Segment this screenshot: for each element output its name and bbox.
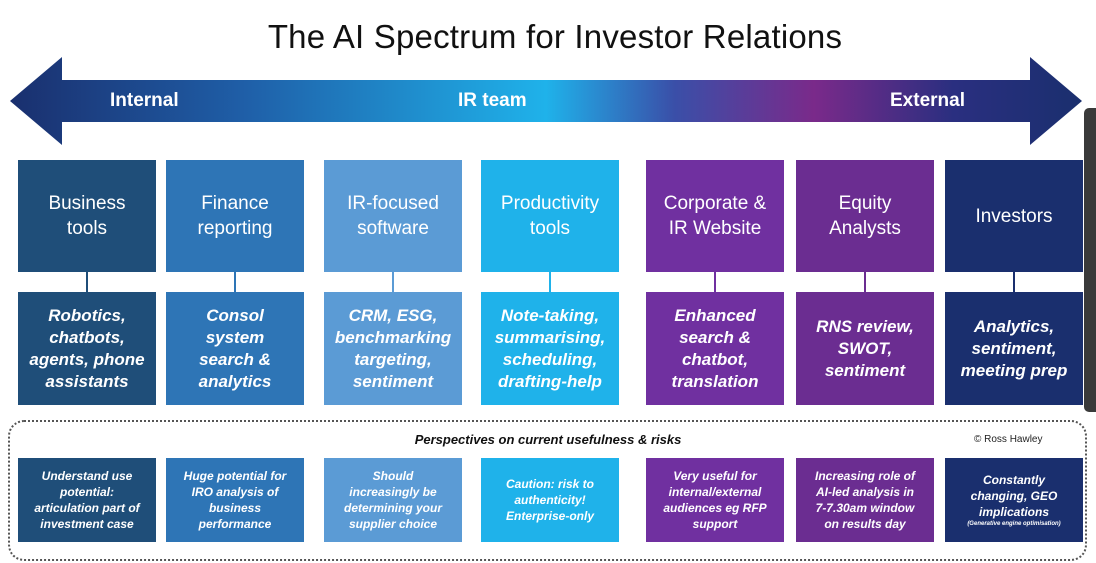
connector-line xyxy=(1013,272,1015,292)
use-case-box: RNS review,SWOT,sentiment xyxy=(796,292,934,405)
arrow-label-ir-team: IR team xyxy=(458,90,527,111)
perspective-note: (Generative engine optimisation) xyxy=(967,521,1061,527)
arrow-label-external: External xyxy=(890,90,965,111)
perspectives-title: Perspectives on current usefulness & ris… xyxy=(414,432,682,447)
connector-line xyxy=(864,272,866,292)
category-box: Investors xyxy=(945,160,1083,272)
use-case-box: Analytics,sentiment,meeting prep xyxy=(945,292,1083,405)
copyright-label: © Ross Hawley xyxy=(974,434,1043,445)
use-case-box: Note-taking,summarising,scheduling,draft… xyxy=(481,292,619,405)
arrow-label-internal: Internal xyxy=(110,90,179,111)
connector-line xyxy=(234,272,236,292)
spectrum-arrow xyxy=(10,57,1082,145)
page-title: The AI Spectrum for Investor Relations xyxy=(267,18,843,55)
connector-line xyxy=(714,272,716,292)
edge-bar xyxy=(1084,108,1096,412)
connector-line xyxy=(549,272,551,292)
connector-line xyxy=(392,272,394,292)
perspectives-frame xyxy=(8,420,1087,561)
connector-line xyxy=(86,272,88,292)
category-box: Corporate &IR Website xyxy=(646,160,784,272)
